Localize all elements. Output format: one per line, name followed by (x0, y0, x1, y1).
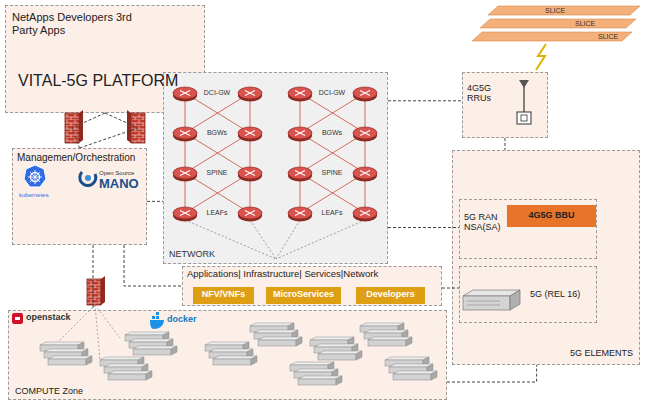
slice-planes (472, 6, 640, 41)
router-label: DCI-GW (202, 89, 232, 97)
node-text: NFV/VNFs (193, 289, 254, 299)
node-text: 4G5G BBU (507, 210, 596, 220)
router-label: LEAFs (204, 209, 229, 217)
node-text: NETWORK (169, 249, 215, 259)
slice-label: SLICE (575, 20, 595, 28)
core-box: 5G (REL 16) (459, 266, 597, 323)
router-label: DCI-GW (317, 89, 347, 97)
router-label: BGWs (320, 129, 344, 137)
node-text: VITAL-5G PLATFORM (18, 72, 178, 90)
dashed-connector (505, 138, 506, 150)
node-text: 5G ELEMENTS (570, 348, 633, 358)
node-text: COMPUTE Zone (15, 386, 83, 396)
router-label: BGWs (205, 129, 229, 137)
dashed-connector (93, 245, 94, 310)
node-text: Open Source (99, 170, 134, 177)
dashed-connector (388, 227, 459, 228)
compute-zone: COMPUTE Zone (8, 310, 447, 400)
dashed-connector (147, 201, 163, 202)
router-label: SPINE (319, 169, 344, 177)
dashed-connector (388, 100, 462, 101)
dashed-connector (447, 365, 537, 382)
bbu-box: 4G5G BBU (507, 205, 596, 227)
node-text: MicroServices (266, 289, 341, 299)
5g-elements-box: 5G ELEMENTS 5G RAN NSA(SA)4G5G BBU 5G (REL… (452, 150, 640, 365)
services-band: Applications| Infrastructure| Services|N… (182, 266, 442, 306)
slice-label: SLICE (598, 33, 618, 41)
service-box: NFV/VNFs (193, 287, 254, 304)
node-text: 4G5G RRUs (467, 83, 507, 104)
logo-label: openstack (26, 313, 71, 323)
node-text: 5G (REL 16) (530, 289, 580, 299)
logo-label: docker (167, 315, 197, 325)
wireless-bolt (536, 44, 546, 70)
node-text: 5G RAN NSA(SA) (464, 212, 508, 233)
rru-box: 4G5G RRUs (462, 72, 548, 138)
orchestration-box: Managemen/Orchestration kubernetes Open So… (12, 148, 147, 245)
network-box: NETWORK (163, 72, 388, 264)
dashed-connector (72, 113, 138, 148)
ran-box: 5G RAN NSA(SA)4G5G BBU (459, 199, 597, 259)
node-text: Developers (356, 289, 425, 299)
router-label: SPINE (204, 169, 229, 177)
node-text: Applications| Infrastructure| Services|N… (187, 269, 378, 280)
node-text: MANO (99, 177, 139, 192)
slice-label: SLICE (545, 7, 565, 15)
service-box: Developers (356, 287, 425, 304)
node-text: NetApps Developers 3rd Party Apps (12, 11, 137, 36)
node-text: Managemen/Orchestration (17, 152, 135, 164)
router-label: LEAFs (319, 209, 344, 217)
node-text: kubernetes (19, 192, 49, 199)
service-box: MicroServices (266, 287, 341, 304)
